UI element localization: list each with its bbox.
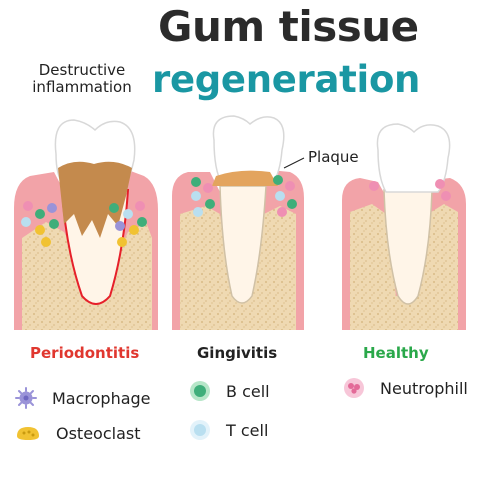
- stage-label-periodontitis: Periodontitis: [30, 344, 140, 362]
- stage-label-gingivitis: Gingivitis: [197, 344, 278, 362]
- neutrophil-icon: [344, 378, 364, 398]
- gingivitis-plaque: [212, 170, 278, 186]
- osteoclast-icon: [17, 427, 39, 440]
- legend-item-macrophage: Macrophage: [14, 386, 151, 410]
- legend-item-osteoclast: Osteoclast: [14, 422, 141, 444]
- t-cell-icon: [190, 420, 210, 440]
- legend-item-neutrophil: Neutrophill: [342, 376, 468, 400]
- gingivitis-bone: [180, 206, 296, 330]
- note-line-1: Destructive: [38, 61, 126, 79]
- legend-label-osteoclast: Osteoclast: [56, 423, 141, 443]
- periodontitis-tooth-group: [14, 119, 158, 330]
- b-cell-icon: [190, 381, 210, 401]
- legend-label-macrophage: Macrophage: [52, 388, 151, 408]
- healthy-crown: [376, 123, 451, 193]
- periodontitis-bone: [22, 222, 152, 330]
- legend-label-b-cell: B cell: [226, 381, 270, 401]
- note-line-2: inflammation: [32, 78, 132, 96]
- healthy-tooth-group: [342, 123, 466, 330]
- legend-label-t-cell: T cell: [226, 420, 269, 440]
- healthy-bone: [350, 204, 458, 330]
- healthy-root: [383, 189, 433, 305]
- stage-label-healthy: Healthy: [363, 344, 429, 362]
- destructive-inflammation-note: Destructive inflammation: [30, 62, 134, 96]
- gingivitis-tooth-group: [172, 115, 305, 330]
- periodontitis-calculus: [58, 161, 132, 238]
- legend-item-b-cell: B cell: [188, 379, 270, 403]
- title-line-1: Gum tissue: [158, 2, 419, 51]
- macrophage-icon: [15, 387, 37, 409]
- title-line-2: regeneration: [152, 58, 421, 101]
- plaque-label: Plaque: [308, 148, 359, 166]
- legend-label-neutrophil: Neutrophill: [380, 378, 468, 398]
- legend-item-t-cell: T cell: [188, 418, 268, 442]
- gingivitis-root: [219, 185, 267, 304]
